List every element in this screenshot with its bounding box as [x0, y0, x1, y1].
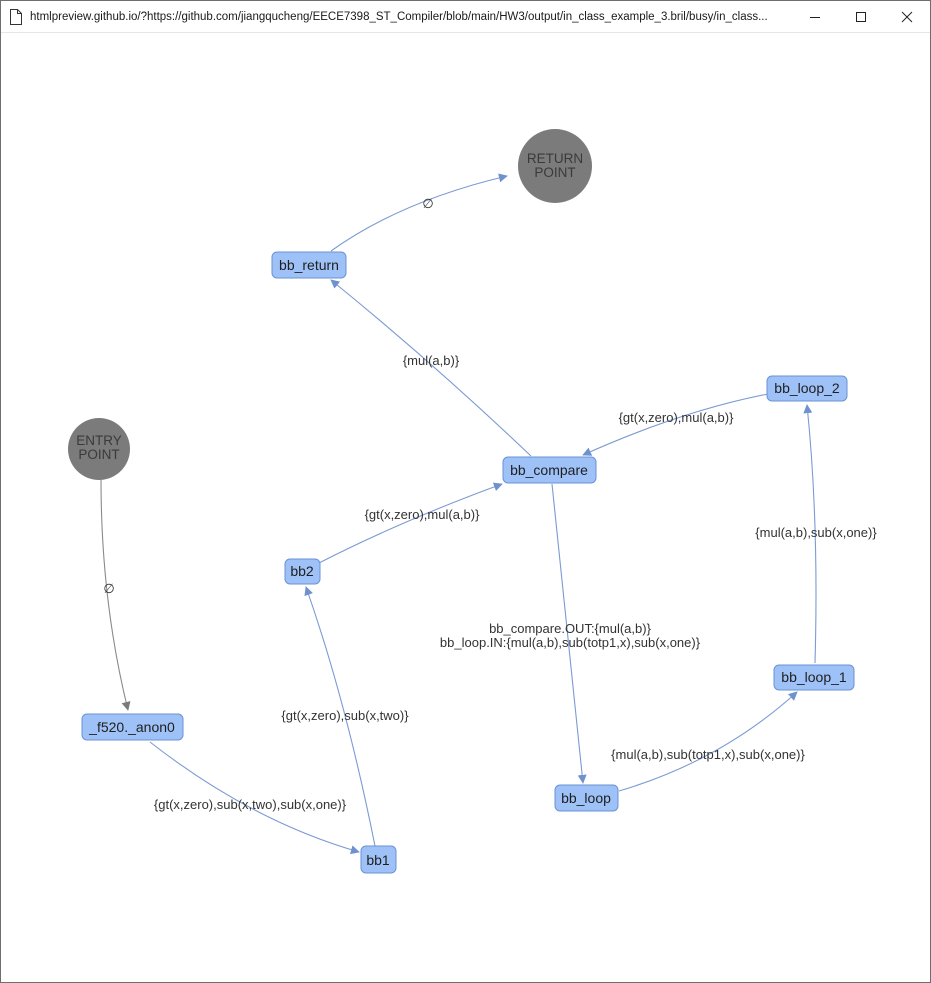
node-anon0-label: _f520._anon0 [88, 719, 175, 735]
edge-bb1-to-bb2 [304, 586, 376, 847]
edge-label-compare-to-loop-in: bb_loop.IN:{mul(a,b),sub(totp1,x),sub(x,… [440, 635, 701, 650]
edge-loop1-to-loop2 [803, 404, 817, 664]
maximize-icon [856, 11, 866, 22]
node-bb-loop-label: bb_loop [561, 790, 611, 806]
node-bb1[interactable]: bb1 [360, 845, 397, 874]
edge-label-compare-to-return: {mul(a,b)} [403, 353, 460, 368]
edge-label-bb2-to-compare: {gt(x,zero),mul(a,b)} [365, 507, 481, 522]
edge-entry-to-anon0 [100, 479, 131, 711]
node-bb-return-label: bb_return [279, 257, 339, 273]
edge-label-compare-to-loop-out: bb_compare.OUT:{mul(a,b)} [489, 621, 652, 636]
node-bb-loop-2-label: bb_loop_2 [774, 380, 840, 396]
close-button[interactable] [884, 1, 930, 32]
node-bb-loop[interactable]: bb_loop [554, 784, 619, 812]
entry-point-label-line2: POINT [78, 447, 119, 462]
minimize-button[interactable] [792, 1, 838, 32]
edge-compare-to-return [330, 279, 532, 457]
edge-compare-to-loop [551, 483, 587, 784]
node-bb-return[interactable]: bb_return [271, 251, 347, 279]
window-controls [792, 1, 930, 32]
node-anon0[interactable]: _f520._anon0 [81, 713, 184, 741]
edge-anon0-to-bb1 [149, 741, 360, 855]
node-bb1-label: bb1 [366, 852, 390, 868]
edge-label-loop-to-loop1: {mul(a,b),sub(totp1,x),sub(x,one)} [611, 747, 805, 762]
page-icon [10, 8, 22, 25]
node-bb-loop-1[interactable]: bb_loop_1 [773, 664, 855, 691]
title-bar[interactable]: htmlpreview.github.io/?https://github.co… [1, 1, 930, 33]
node-bb2-label: bb2 [290, 563, 314, 579]
edge-label-entry-to-anon0: ∅ [103, 581, 114, 596]
edge-return-to-exit [330, 173, 508, 252]
edge-label-bb1-to-bb2: {gt(x,zero),sub(x,two)} [281, 708, 409, 723]
edge-label-loop2-to-compare: {gt(x,zero),mul(a,b)} [619, 410, 735, 425]
minimize-icon [810, 16, 820, 18]
entry-point-node[interactable]: ENTRY POINT [68, 418, 130, 480]
maximize-button[interactable] [838, 1, 884, 32]
edge-bb2-to-compare [318, 482, 503, 564]
edge-loop-to-loop1 [618, 691, 798, 792]
window-title: htmlpreview.github.io/?https://github.co… [30, 10, 768, 23]
edge-label-loop1-to-loop2: {mul(a,b),sub(x,one)} [755, 525, 877, 540]
node-bb-loop-2[interactable]: bb_loop_2 [766, 375, 848, 402]
entry-point-label-line1: ENTRY [76, 433, 122, 448]
edge-label-anon0-to-bb1: {gt(x,zero),sub(x,two),sub(x,one)} [154, 797, 347, 812]
node-bb-loop-1-label: bb_loop_1 [781, 669, 847, 685]
edge-loop2-to-compare [582, 393, 769, 456]
return-point-label-line2: POINT [534, 165, 575, 180]
return-point-node[interactable]: RETURN POINT [518, 129, 592, 203]
node-bb2[interactable]: bb2 [284, 558, 321, 585]
edge-label-return-to-exit: ∅ [422, 196, 433, 211]
close-icon [901, 11, 913, 22]
node-bb-compare[interactable]: bb_compare [502, 456, 597, 484]
node-bb-compare-label: bb_compare [510, 462, 588, 478]
cfg-graph-canvas[interactable]: ∅ ∅ {mul(a,b)} {gt(x,zero),mul(a,b)} {gt… [1, 33, 930, 982]
return-point-label-line1: RETURN [527, 151, 583, 166]
